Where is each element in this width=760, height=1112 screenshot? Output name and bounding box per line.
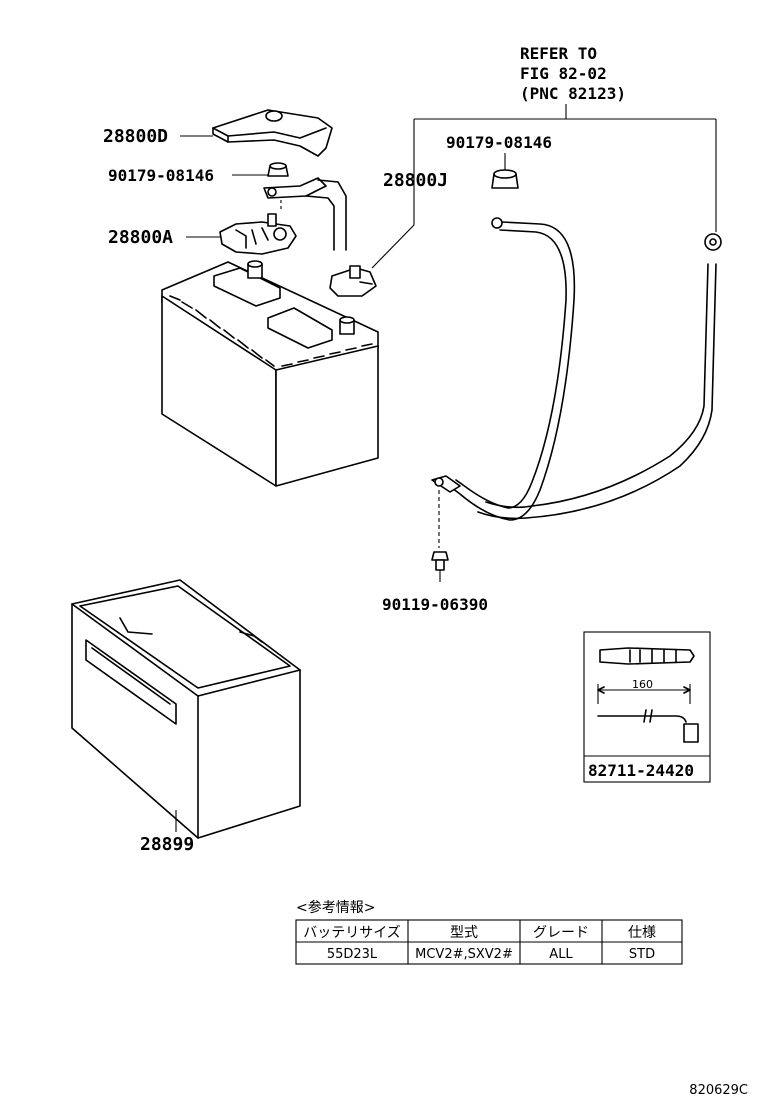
battery-tray xyxy=(71,579,301,839)
table-header-spec: 仕様 xyxy=(628,925,656,941)
nut-left xyxy=(267,162,289,177)
table-cell-model: MCV2#,SXV2# xyxy=(415,947,513,962)
nut-right xyxy=(491,169,519,189)
info-table: バッテリサイズ 型式 グレード 仕様 55D23L MCV2#,SXV2# AL… xyxy=(295,919,683,965)
label-90119: 90119-06390 xyxy=(382,595,488,614)
refer-to-line3: (PNC 82123) xyxy=(520,84,626,103)
refer-to-line2: FIG 82-02 xyxy=(520,64,607,83)
label-82711: 82711-24420 xyxy=(588,761,694,780)
inset-dimension: 160 xyxy=(632,678,653,691)
terminal-28800j xyxy=(329,265,377,297)
battery xyxy=(161,260,379,487)
label-28800a: 28800A xyxy=(108,227,173,248)
refer-bracket xyxy=(371,104,717,269)
info-table-caption: <参考情報> xyxy=(296,899,375,916)
label-28800j: 28800J xyxy=(383,170,448,191)
table-cell-spec: STD xyxy=(629,947,655,962)
ground-cable xyxy=(431,217,722,548)
table-header-grade: グレード xyxy=(533,925,589,941)
table-cell-grade: ALL xyxy=(549,947,573,962)
table-cell-battery-size: 55D23L xyxy=(327,947,378,962)
bolt-90119 xyxy=(431,551,449,582)
table-header-battery-size: バッテリサイズ xyxy=(303,925,401,941)
label-90179-right: 90179-08146 xyxy=(446,133,552,152)
cable-terminal-left xyxy=(263,177,347,251)
refer-to-line1: REFER TO xyxy=(520,44,597,63)
label-90179-left: 90179-08146 xyxy=(108,166,214,185)
figure-code: 820629C xyxy=(689,1083,748,1098)
label-28800d: 28800D xyxy=(103,126,168,147)
label-28899: 28899 xyxy=(140,834,194,855)
inset-box: 160 xyxy=(583,631,711,783)
terminal-cover-28800d xyxy=(212,109,333,157)
table-header-model: 型式 xyxy=(450,925,478,941)
terminal-clamp-28800a xyxy=(219,213,297,255)
